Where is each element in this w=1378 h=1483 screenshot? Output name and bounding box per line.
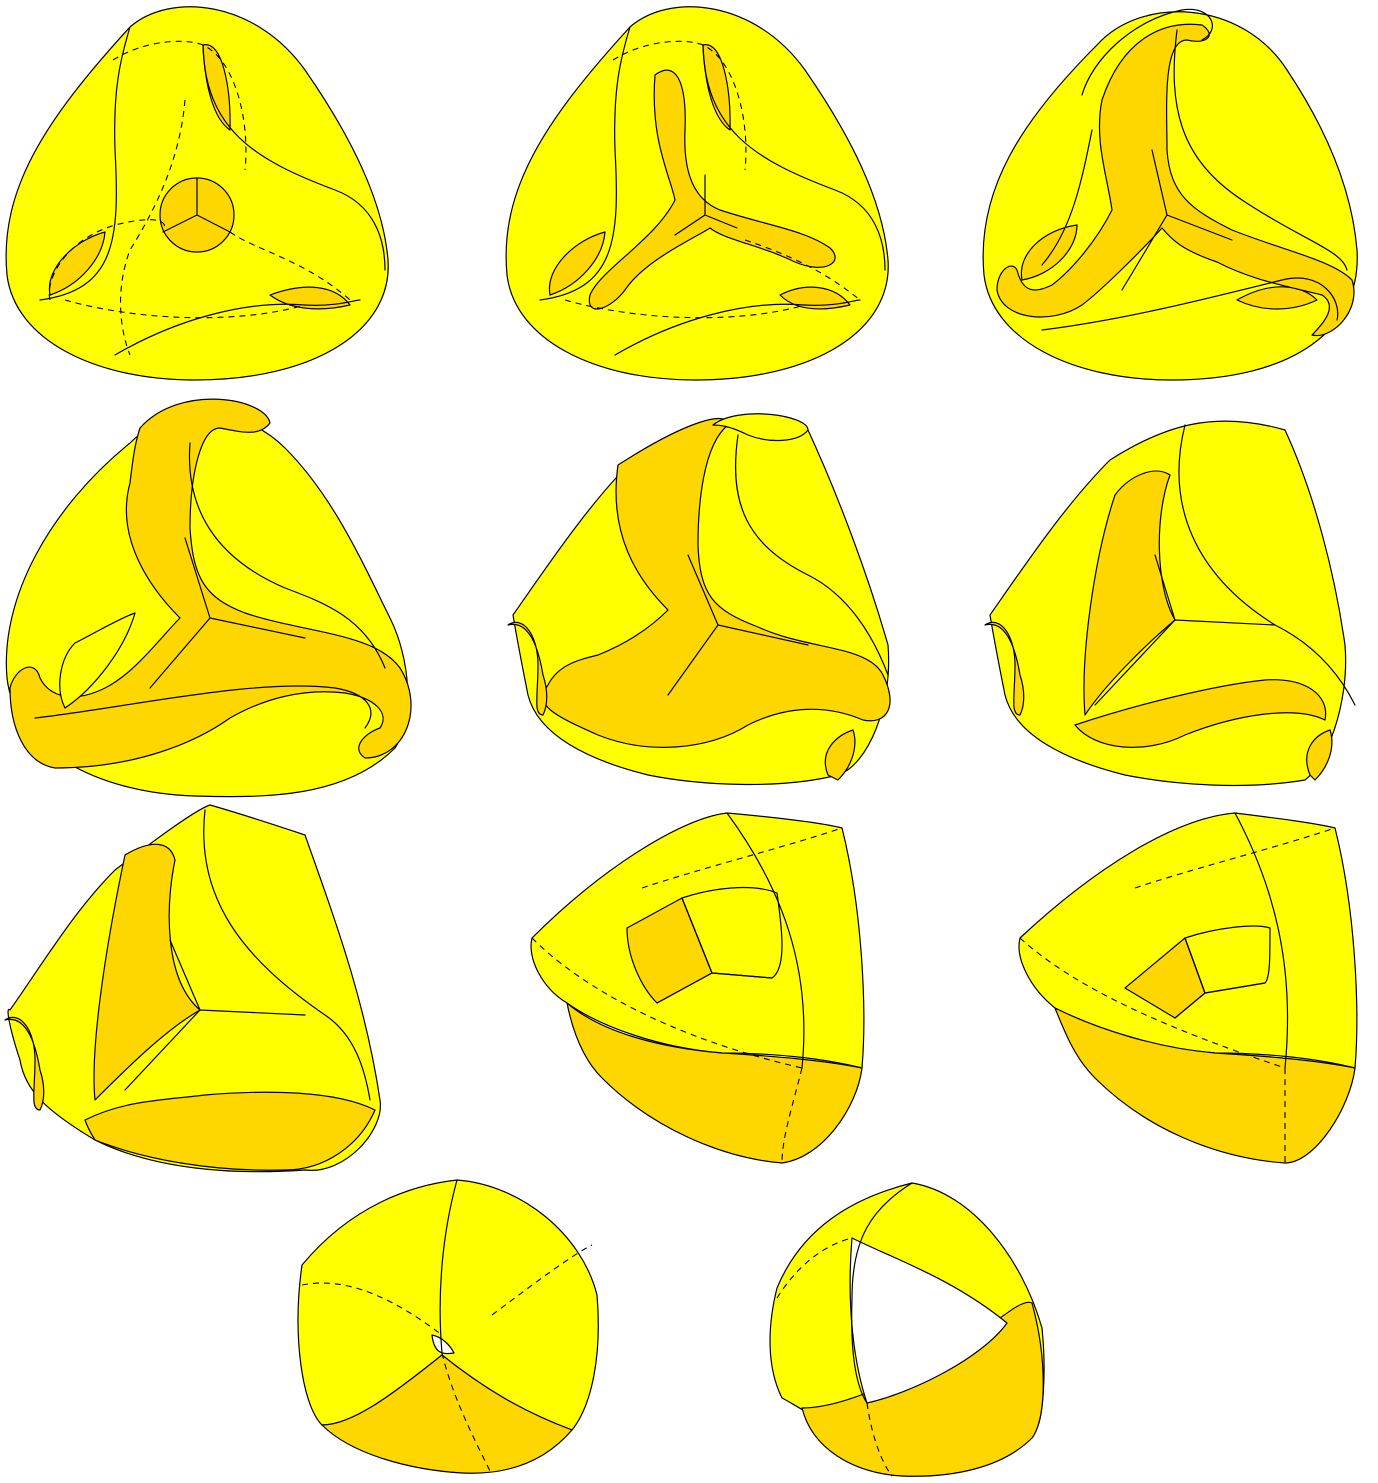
- panel-11: [762, 1178, 1052, 1478]
- panel-7: [5, 800, 385, 1175]
- panel-1: [5, 0, 395, 385]
- panel-9: [1015, 808, 1365, 1168]
- panel-10: [292, 1175, 612, 1480]
- panel-2: [505, 0, 895, 385]
- panel-4: [5, 388, 425, 800]
- panel-3: [982, 0, 1367, 385]
- panel-5: [508, 405, 893, 790]
- panel-8: [522, 808, 872, 1168]
- panel-6: [985, 405, 1370, 790]
